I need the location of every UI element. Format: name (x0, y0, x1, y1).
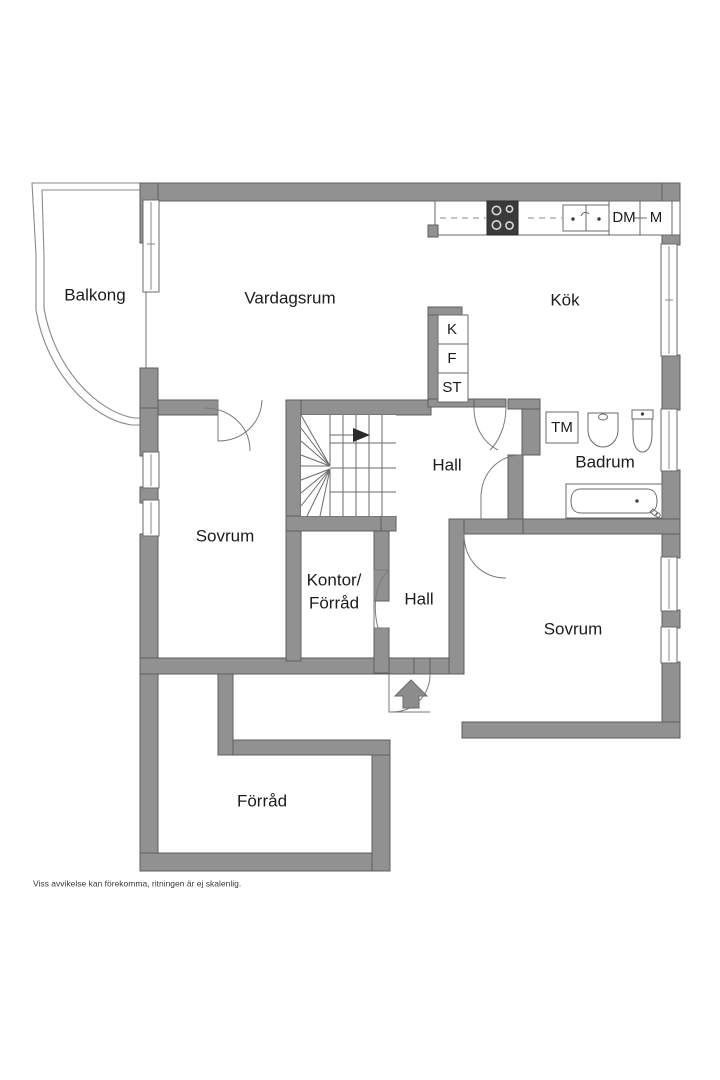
room-label-hall-lower: Hall (404, 589, 433, 608)
window-kok-right (660, 243, 678, 357)
room-label-vardagsrum: Vardagsrum (244, 288, 335, 307)
staircase (300, 414, 396, 517)
room-label-kontor-forrad-line2: Förråd (309, 593, 359, 612)
room-label-sovrum-left: Sovrum (196, 526, 255, 545)
washing-machine-cell (545, 411, 579, 444)
appliance-label-kyl: K (447, 321, 457, 338)
bathroom-sink-icon (587, 412, 619, 448)
bathtub-icon (565, 483, 663, 519)
entrance-arrow-icon (393, 679, 429, 709)
appliance-label-stadskap: ST (442, 379, 461, 396)
window-sovrum-right-1 (660, 556, 678, 612)
room-label-badrum: Badrum (575, 452, 635, 471)
door-swings (203, 399, 523, 713)
appliance-label-diskmaskin: DM (612, 209, 635, 226)
window-sovrum-right-2 (660, 626, 678, 664)
window-balcony-door (142, 199, 160, 293)
window-sovrum-left-2 (142, 499, 160, 537)
window-sovrum-left-1 (142, 451, 160, 489)
disclaimer-text: Viss avvikelse kan förekomma, ritningen … (33, 878, 241, 888)
room-label-hall-upper: Hall (432, 455, 461, 474)
bathroom-fixtures (545, 409, 663, 519)
kitchen-counter (427, 200, 681, 238)
stove-icon (486, 200, 519, 236)
balcony-outline (31, 182, 147, 426)
room-label-sovrum-right: Sovrum (544, 619, 603, 638)
appliance-label-frys: F (447, 350, 456, 367)
kitchen-sink-icon (562, 204, 610, 232)
room-label-kontor-forrad-line1: Kontor/ (307, 570, 362, 589)
walls (139, 182, 681, 872)
window-badrum-right (660, 408, 678, 472)
kitchen-cabinet-stack (437, 314, 469, 403)
windows (142, 199, 678, 664)
room-label-balkong: Balkong (64, 285, 125, 304)
appliance-label-mikro: M (650, 209, 663, 226)
stair-up-arrow-icon (330, 428, 370, 442)
appliance-label-tvattmaskin: TM (551, 419, 573, 436)
room-label-forrad: Förråd (237, 791, 287, 810)
toilet-icon (631, 409, 654, 453)
room-label-kok: Kök (550, 290, 580, 309)
